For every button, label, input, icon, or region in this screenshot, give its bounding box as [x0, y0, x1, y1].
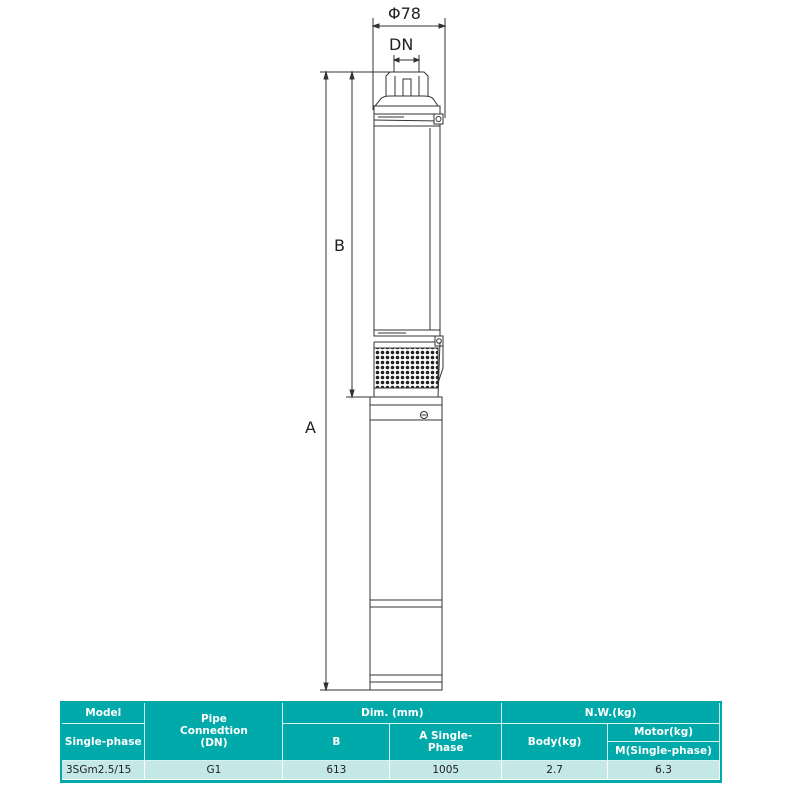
cell-pipe: G1 [144, 759, 284, 780]
header-model: Model [62, 703, 146, 724]
dn-label: DN [389, 35, 414, 54]
table-row: 3SGm2.5/15 G1 613 1005 2.7 6.3 [62, 759, 720, 780]
b-dimension [346, 70, 372, 399]
cell-motor: 6.3 [607, 759, 720, 780]
header-pipe: Pipe Connedtion (DN) [144, 703, 284, 761]
pump-body [373, 105, 444, 387]
cell-b: 613 [282, 759, 391, 780]
intake-screen [373, 341, 441, 398]
b-label: B [334, 236, 345, 255]
a-dimension [320, 70, 392, 692]
cell-model: 3SGm2.5/15 [62, 759, 146, 780]
diameter-dimension [371, 18, 447, 118]
header-dim: Dim. (mm) [282, 703, 503, 724]
cell-body: 2.7 [501, 759, 609, 780]
header-a: A Single-Phase [389, 723, 503, 761]
header-b: B [282, 723, 391, 761]
dn-dimension [392, 55, 421, 74]
cell-a: 1005 [389, 759, 503, 780]
header-motor: Motor(kg) [607, 723, 720, 742]
spec-table: Model Pipe Connedtion (DN) Dim. (mm) N.W… [62, 703, 720, 780]
header-motor-sub: M(Single-phase) [607, 741, 720, 761]
a-label: A [305, 418, 316, 437]
diameter-label: Φ78 [388, 4, 421, 23]
pump-drawing [320, 18, 447, 692]
header-nw: N.W.(kg) [501, 703, 720, 724]
header-body: Body(kg) [501, 723, 609, 761]
motor [369, 396, 443, 691]
header-model-sub: Single-phase [62, 723, 146, 761]
discharge-head [373, 71, 439, 107]
